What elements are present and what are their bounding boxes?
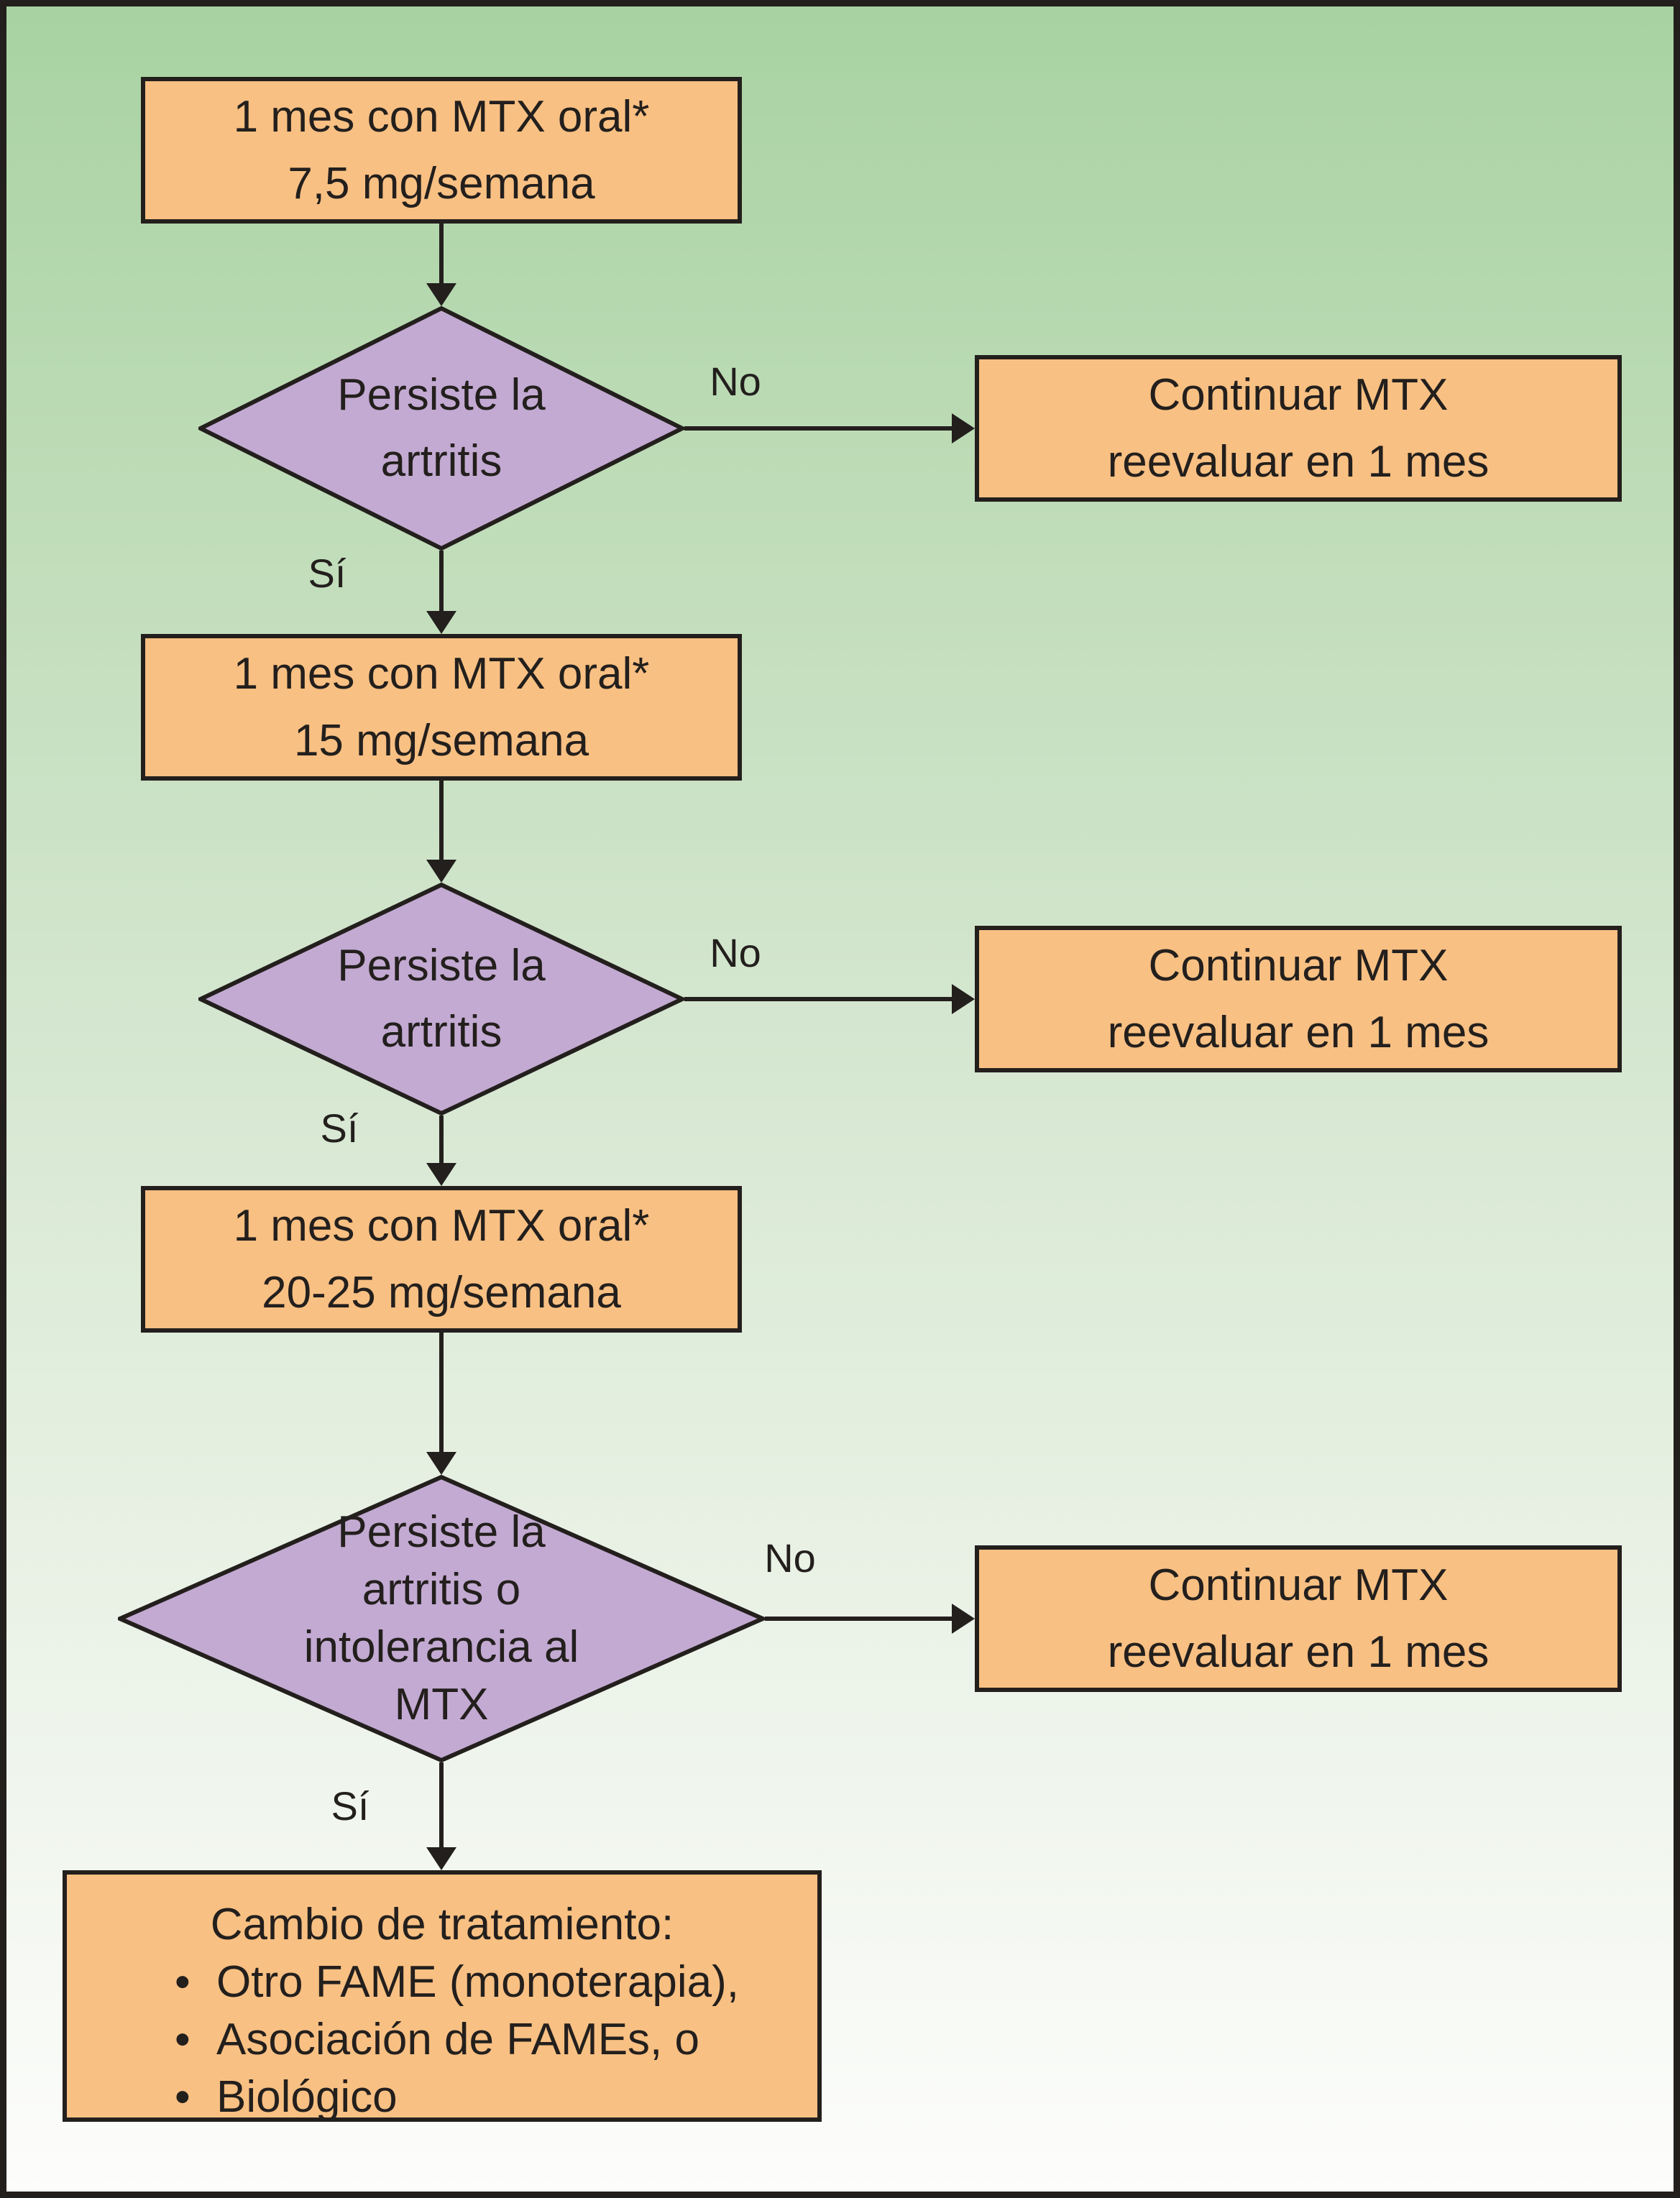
yes-label-2: Sí	[320, 1105, 359, 1151]
process-box-step3-line2: 20-25 mg/semana	[262, 1268, 621, 1318]
treatment-change-item: • Otro FAME (monoterapia),	[175, 1954, 817, 2011]
treatment-change-item: • Biológico	[175, 2069, 817, 2126]
continue3-line1: Continuar MTX	[1148, 1560, 1449, 1610]
arrow-step1-to-decision1-line	[439, 224, 444, 285]
process-box-step1: 1 mes con MTX oral* 7,5 mg/semana	[141, 77, 742, 224]
arrow-decision1-to-step2-line	[439, 551, 444, 612]
arrow-step3-to-decision3-line	[439, 1333, 444, 1453]
arrow-right-head-icon	[952, 984, 975, 1014]
bullet-icon: •	[175, 2015, 191, 2064]
treatment-change-list: • Otro FAME (monoterapia), • Asociación …	[67, 1954, 817, 2126]
diamond-shape	[118, 1475, 765, 1762]
process-box-step1-line1: 1 mes con MTX oral*	[233, 92, 650, 142]
treatment-change-item-text: Otro FAME (monoterapia),	[216, 1957, 740, 2007]
arrow-down-head-icon	[426, 283, 456, 306]
process-box-treatment-change: Cambio de tratamiento: • Otro FAME (mono…	[63, 1870, 822, 2122]
arrow-decision2-to-continue2-line	[684, 997, 953, 1001]
process-box-step3: 1 mes con MTX oral* 20-25 mg/semana	[141, 1186, 742, 1333]
diamond-shape	[198, 306, 684, 551]
arrow-decision3-to-continue3-line	[765, 1617, 953, 1621]
diamond-shape	[198, 883, 684, 1116]
process-box-step3-line1: 1 mes con MTX oral*	[233, 1201, 650, 1251]
arrow-down-head-icon	[426, 1452, 456, 1475]
decision-diamond-2-shape	[198, 883, 684, 1116]
bullet-icon: •	[175, 1957, 191, 2007]
process-box-step2: 1 mes con MTX oral* 15 mg/semana	[141, 634, 742, 781]
arrow-decision2-to-step3-line	[439, 1116, 444, 1164]
no-label-1: No	[710, 359, 761, 404]
yes-label-1: Sí	[308, 551, 346, 596]
process-box-continue3: Continuar MTX reevaluar en 1 mes	[975, 1545, 1622, 1692]
continue2-line2: reevaluar en 1 mes	[1107, 1008, 1489, 1057]
treatment-change-title: Cambio de tratamiento:	[210, 1900, 674, 1949]
continue3-line2: reevaluar en 1 mes	[1107, 1627, 1489, 1677]
arrow-decision3-to-final-line	[439, 1762, 444, 1849]
process-box-step2-line2: 15 mg/semana	[293, 716, 589, 765]
no-label-2: No	[710, 930, 761, 975]
arrow-down-head-icon	[426, 860, 456, 883]
continue1-line1: Continuar MTX	[1148, 370, 1449, 420]
arrow-down-head-icon	[426, 1847, 456, 1870]
arrow-decision1-to-continue1-line	[684, 426, 953, 431]
yes-label-3: Sí	[331, 1783, 369, 1829]
arrow-down-head-icon	[426, 611, 456, 634]
continue2-line1: Continuar MTX	[1148, 941, 1449, 990]
arrow-down-head-icon	[426, 1163, 456, 1186]
arrow-right-head-icon	[952, 413, 975, 443]
arrow-right-head-icon	[952, 1604, 975, 1634]
decision-diamond-3-shape	[118, 1475, 765, 1762]
process-box-continue1: Continuar MTX reevaluar en 1 mes	[975, 355, 1622, 502]
process-box-step1-line2: 7,5 mg/semana	[288, 159, 595, 208]
bullet-icon: •	[175, 2072, 191, 2122]
no-label-3: No	[764, 1535, 816, 1581]
arrow-step2-to-decision2-line	[439, 781, 444, 861]
process-box-continue2: Continuar MTX reevaluar en 1 mes	[975, 926, 1622, 1072]
process-box-step2-line1: 1 mes con MTX oral*	[233, 649, 650, 699]
decision-diamond-1-shape	[198, 306, 684, 551]
treatment-change-item: • Asociación de FAMEs, o	[175, 2011, 817, 2069]
treatment-change-item-text: Asociación de FAMEs, o	[216, 2015, 699, 2064]
continue1-line2: reevaluar en 1 mes	[1107, 437, 1489, 487]
treatment-change-item-text: Biológico	[216, 2072, 398, 2122]
